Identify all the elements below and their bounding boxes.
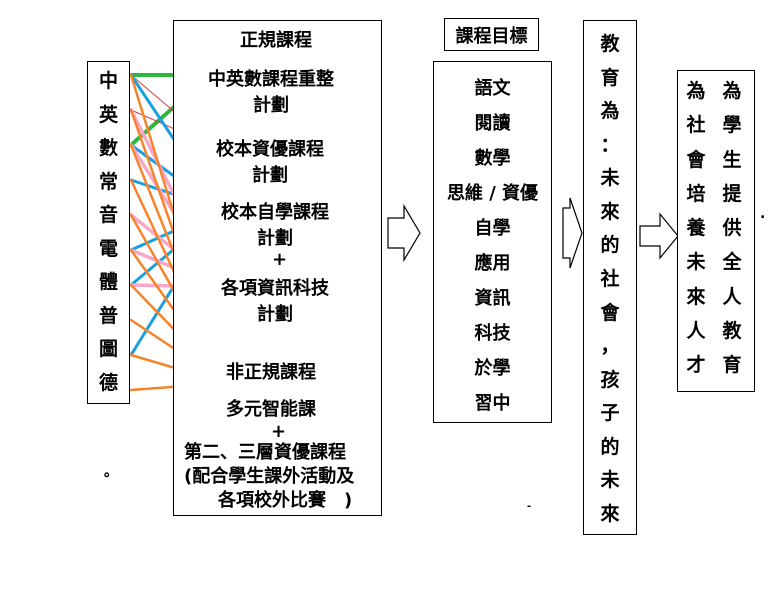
- goals-title-box: 課程目標: [444, 18, 539, 51]
- curriculum-item-3: 校本自學課程 計劃: [221, 202, 329, 250]
- arrow-3-icon: [639, 212, 679, 260]
- goal-item: 習中: [474, 393, 511, 414]
- goals-list: 語文 閱讀 數學 思維 / 資優 自學 應用 資訊 科技 於學 習中: [433, 80, 552, 413]
- education-char: 社: [600, 267, 620, 290]
- formal-curriculum-header: 正規課程: [240, 30, 312, 51]
- education-char: 子: [600, 402, 620, 425]
- education-char: 未: [600, 167, 620, 190]
- subject-label: 體: [98, 271, 118, 294]
- education-char: 會: [600, 301, 620, 324]
- goal-item: 科技: [474, 323, 511, 344]
- stray-dot: 。: [104, 464, 118, 480]
- education-char: 教: [600, 33, 620, 55]
- subject-label: 數: [98, 137, 118, 160]
- curriculum-plus: +: [272, 249, 288, 270]
- arrow-2-icon: [562, 197, 583, 269]
- stray-dot: .: [760, 206, 766, 222]
- mission-box: [677, 70, 755, 392]
- mission-col-right: 為 學 生 提 供 全 人 教 育: [722, 80, 742, 376]
- goal-item: 於學: [474, 358, 511, 379]
- goal-item: 語文: [474, 78, 511, 99]
- informal-curriculum-header: 非正規課程: [226, 362, 316, 383]
- education-char: 孩: [600, 368, 620, 391]
- curriculum-item-2: 校本資優課程 計劃: [216, 139, 324, 187]
- education-char: 來: [600, 502, 620, 525]
- informal-line: 各項校外比賽 ): [218, 490, 353, 511]
- education-char: 育: [600, 66, 620, 89]
- curriculum-item-1: 中英數課程重整 計劃: [208, 69, 334, 117]
- education-char: ：: [600, 133, 620, 156]
- subject-label: 中: [98, 70, 118, 92]
- subject-label: 電: [98, 237, 118, 260]
- goal-item: 應用: [474, 253, 511, 274]
- informal-line: +: [271, 421, 287, 442]
- goals-title: 課程目標: [455, 25, 528, 47]
- goal-item: 思維 / 資優: [446, 183, 539, 204]
- education-char: ，: [600, 335, 620, 358]
- subjects-box: 中 英 數 常 音 電 體 普 圖 德: [87, 61, 130, 404]
- education-char: 的: [600, 435, 620, 458]
- subject-label: 德: [98, 371, 118, 394]
- arrow-1-icon: [387, 203, 421, 263]
- education-char: 未: [600, 469, 620, 492]
- goals-box: [433, 61, 552, 423]
- goal-item: 數學: [474, 148, 511, 169]
- goal-item: 閱讀: [474, 113, 511, 134]
- education-char: 的: [600, 234, 620, 257]
- curriculum-box: [173, 20, 382, 516]
- subject-label: 普: [98, 304, 118, 327]
- stray-dash: -: [527, 501, 532, 512]
- curriculum-item-4: 各項資訊科技 計劃: [221, 278, 329, 326]
- education-char: 來: [600, 200, 620, 223]
- informal-line: 多元智能課: [226, 399, 316, 420]
- subject-label: 英: [98, 103, 118, 126]
- goal-item: 自學: [474, 218, 511, 239]
- goal-item: 資訊: [474, 288, 511, 309]
- education-box: 教 育 為 ： 未 來 的 社 會 ， 孩 子 的 未 來: [583, 20, 637, 535]
- informal-line: 第二、三層資優課程: [184, 442, 346, 463]
- education-char: 為: [600, 100, 620, 123]
- informal-line: (配合學生課外活動及: [184, 466, 355, 487]
- subject-label: 圖: [98, 338, 118, 361]
- mission-col-left: 為 社 會 培 養 未 來 人 才: [686, 80, 706, 376]
- subject-label: 音: [98, 204, 118, 227]
- subject-label: 常: [98, 170, 118, 193]
